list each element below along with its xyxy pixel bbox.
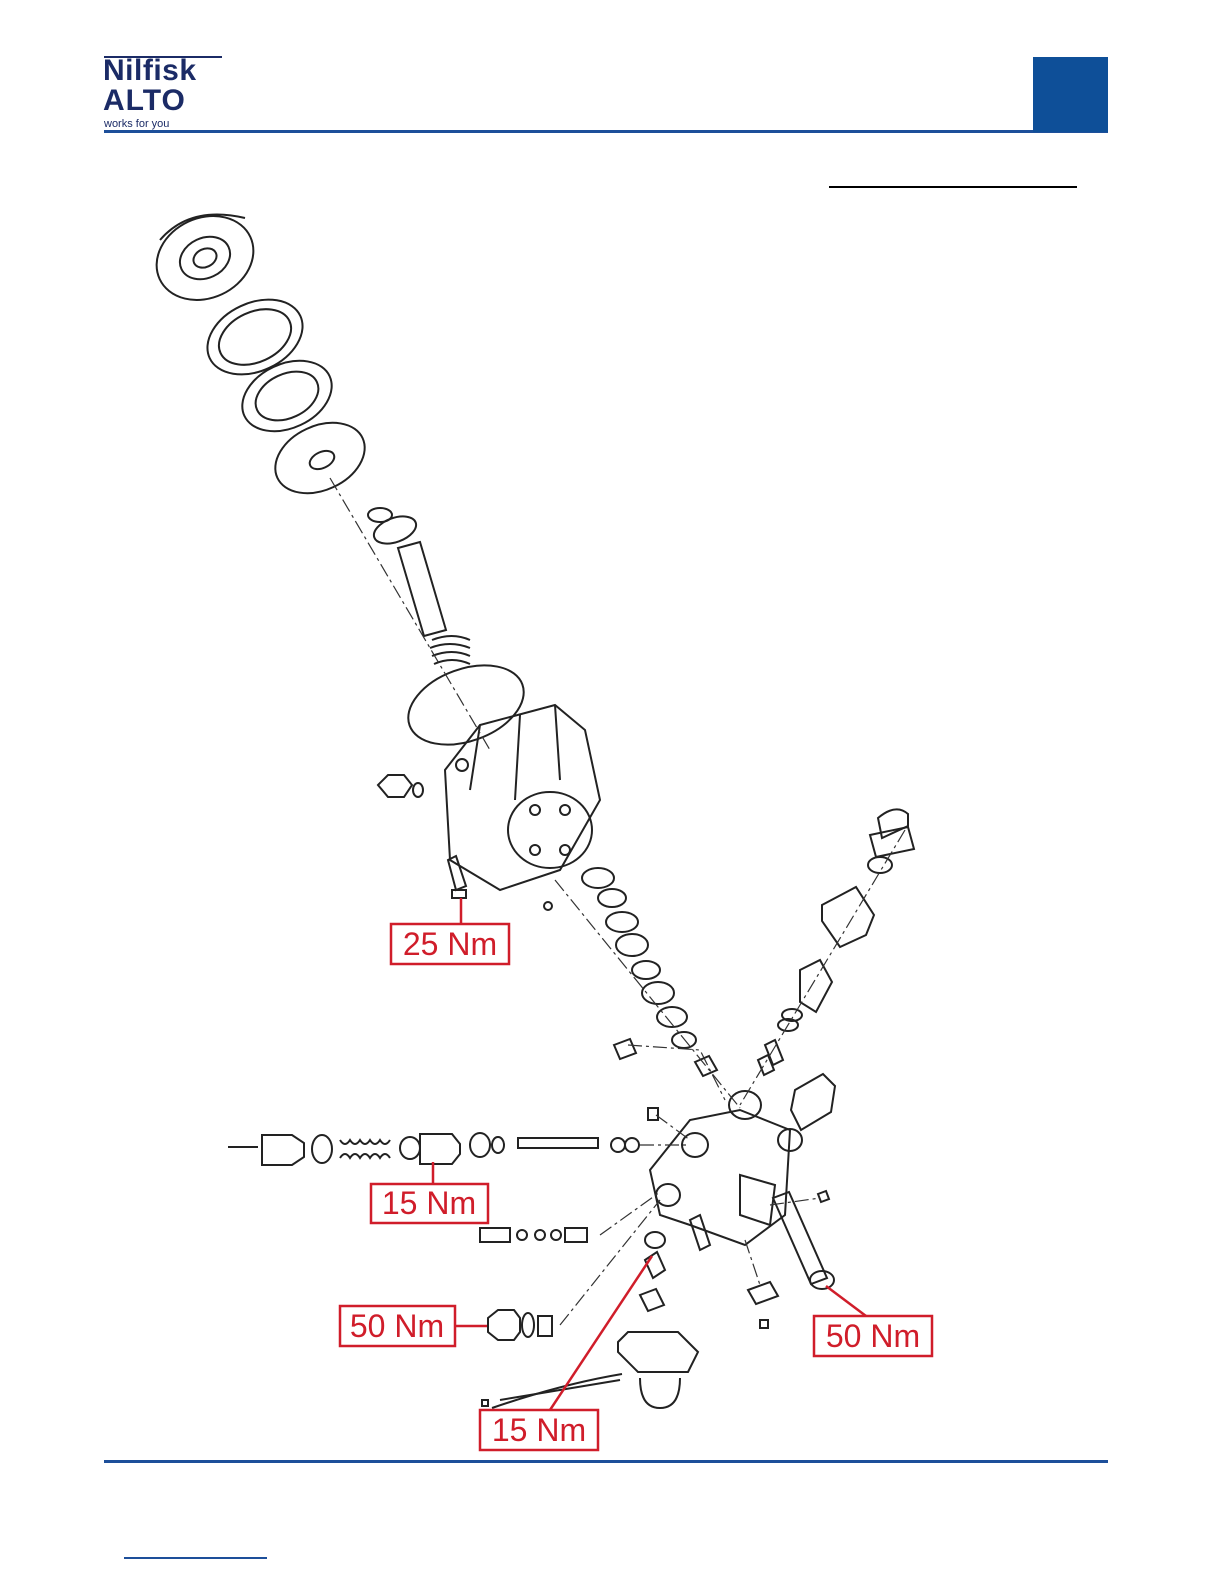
small-plug (648, 1108, 658, 1120)
torque-label-manifold-bolt: 50 Nm (814, 1316, 932, 1356)
bearing-flange (143, 201, 267, 316)
lower-valve-parts (480, 1228, 587, 1242)
manifold-body (650, 1091, 802, 1245)
check-valve (695, 1056, 717, 1076)
torque-text-switch-fitting: 15 Nm (492, 1412, 586, 1448)
ring-washer-3 (264, 409, 376, 507)
plug (614, 1039, 636, 1059)
torque-text-head-bolt: 25 Nm (403, 926, 497, 962)
callout-leaders (433, 898, 866, 1410)
torque-label-switch-fitting: 15 Nm (480, 1410, 598, 1450)
bracket-screw (760, 1320, 768, 1328)
ring-washer-2 (231, 347, 343, 445)
unloader-assembly (228, 1133, 639, 1165)
inlet-fitting-stack (758, 809, 914, 1075)
manifold-bolt (773, 1192, 834, 1289)
footer-underline (124, 1557, 267, 1559)
outlet-fitting (791, 1074, 835, 1130)
pump-head (445, 705, 600, 890)
ring-washer-1 (195, 285, 314, 389)
torque-text-unloader: 15 Nm (382, 1185, 476, 1221)
head-bolt (448, 856, 466, 898)
torque-label-unloader: 15 Nm (371, 1184, 488, 1223)
bracket (748, 1282, 778, 1304)
pressure-switch (482, 1332, 698, 1408)
grub-screw (818, 1191, 829, 1202)
inlet-adapter (488, 1310, 552, 1340)
torque-label-head-bolt: 25 Nm (391, 924, 509, 964)
head-nut (378, 775, 423, 797)
torque-text-inlet-fitting: 50 Nm (350, 1308, 444, 1344)
torque-label-inlet-fitting: 50 Nm (340, 1306, 455, 1346)
piston-assembly (368, 508, 470, 664)
footer-rule (104, 1460, 1108, 1463)
torque-text-manifold-bolt: 50 Nm (826, 1318, 920, 1354)
